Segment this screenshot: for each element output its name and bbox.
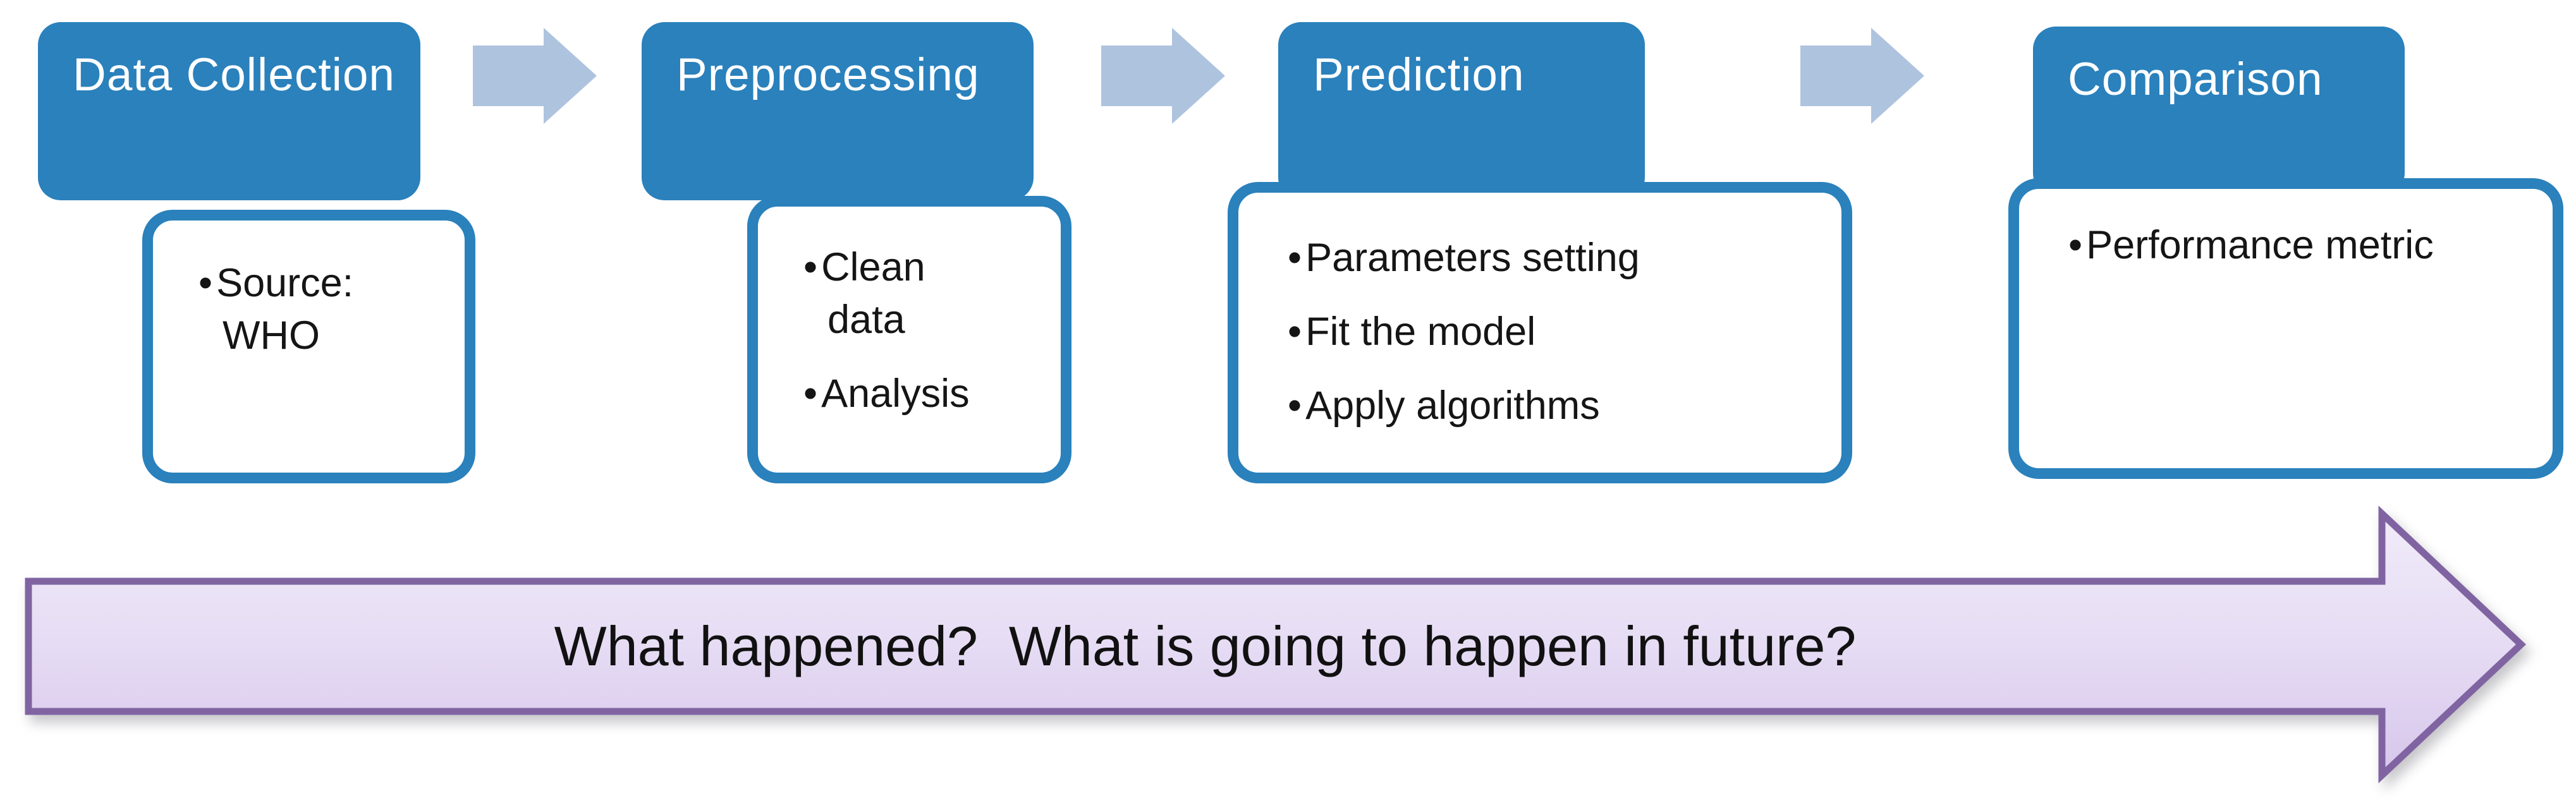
bullet-item: Source: WHO (182, 257, 412, 362)
arrow-head-icon (1172, 28, 1225, 124)
stage-header-comparison: Comparison (2033, 27, 2405, 196)
arrow-tail (473, 45, 544, 106)
bullet-item: Fit the model (1271, 306, 1829, 358)
stage-card-data-collection: Source: WHO (142, 210, 475, 483)
arrow-head-icon (1871, 28, 1924, 124)
stage-header-prediction: Prediction (1278, 22, 1645, 200)
flow-arrow-polygon (25, 505, 2527, 783)
stage-title: Data Collection (73, 49, 396, 100)
connector-arrow-icon (1101, 28, 1225, 124)
bullet-item: Clean data (787, 241, 973, 346)
arrow-tail (1800, 45, 1871, 106)
stage-card-comparison: Performance metric (2008, 178, 2563, 479)
stage-title: Comparison (2068, 54, 2323, 105)
flow-arrow-label: What happened? What is going to happen i… (554, 615, 1857, 677)
stage-card-preprocessing: Clean data Analysis (747, 196, 1071, 483)
stage-card-prediction: Parameters setting Fit the model Apply a… (1228, 182, 1852, 483)
arrow-tail (1101, 45, 1172, 106)
bullet-item: Apply algorithms (1271, 380, 1829, 432)
bullet-item: Analysis (787, 368, 1048, 420)
bullet-list: Performance metric (2052, 219, 2540, 272)
bullet-list: Parameters setting Fit the model Apply a… (1271, 232, 1829, 432)
flow-arrow-shape (25, 505, 2527, 783)
stage-title: Preprocessing (676, 49, 980, 100)
arrow-head-icon (544, 28, 597, 124)
stage-title: Prediction (1313, 49, 1525, 100)
bullet-list: Source: WHO (182, 257, 452, 362)
bullet-list: Clean data Analysis (787, 241, 1048, 420)
bullet-item: Parameters setting (1271, 232, 1829, 284)
stage-header-data-collection: Data Collection (38, 22, 420, 200)
connector-arrow-icon (1800, 28, 1924, 124)
stage-header-preprocessing: Preprocessing (642, 22, 1034, 200)
bullet-item: Performance metric (2052, 219, 2540, 272)
connector-arrow-icon (473, 28, 597, 124)
